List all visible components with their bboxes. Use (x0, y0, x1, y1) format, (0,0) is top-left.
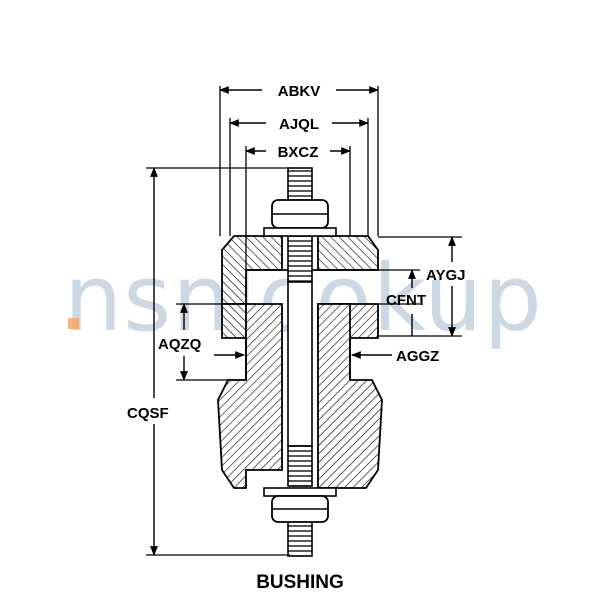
drawing-title: BUSHING (256, 572, 344, 593)
watermark-dot (68, 318, 79, 329)
dim-label-aqzq: AQZQ (158, 336, 202, 353)
dim-abkv: ABKV (219, 83, 379, 236)
dim-label-aggz: AGGZ (396, 348, 439, 365)
dim-aygj: AYGJ (378, 236, 465, 337)
dim-aggz: AGGZ (351, 348, 439, 365)
dim-aqzq: AQZQ (158, 303, 246, 381)
dim-ajql: AJQL (229, 116, 369, 236)
through-bolt (287, 167, 313, 557)
dim-label-cfnt: CFNT (386, 292, 426, 309)
dim-cqsf: CQSF (127, 167, 290, 556)
dim-label-abkv: ABKV (278, 83, 321, 100)
top-nut (263, 199, 337, 237)
dim-bxcz: BXCZ (245, 144, 351, 304)
dim-label-cqsf: CQSF (127, 405, 169, 422)
dim-cfnt: CFNT (378, 269, 426, 336)
dim-label-aygj: AYGJ (426, 267, 465, 284)
bushing-body (217, 303, 383, 489)
bottom-nut (263, 487, 337, 523)
dim-label-ajql: AJQL (279, 116, 319, 133)
dim-label-bxcz: BXCZ (278, 144, 319, 161)
